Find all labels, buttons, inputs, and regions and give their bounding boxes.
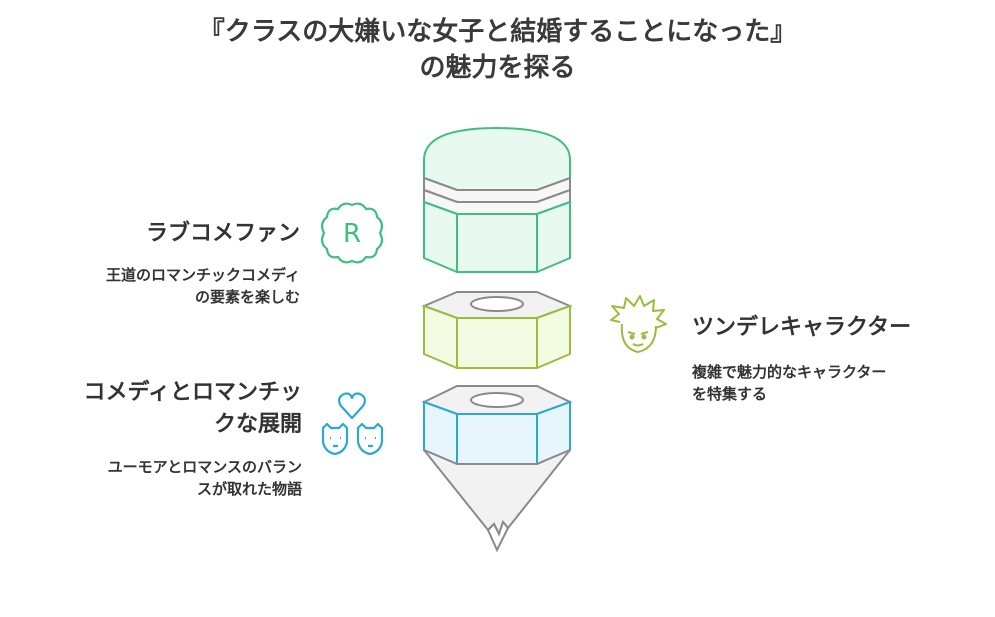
green-cap — [423, 126, 571, 191]
green-prism — [423, 200, 571, 273]
title-line-1: 『クラスの大嫌いな女子と結婚することになった』 — [198, 17, 797, 47]
comedy-romance-heading: コメディとロマンチッ クな展開 — [20, 377, 302, 441]
comedy-romance-heading-line-1: コメディとロマンチッ — [83, 380, 302, 405]
cat-right-icon — [356, 422, 384, 456]
olive-prism — [423, 304, 571, 369]
blue-segment — [421, 385, 573, 553]
page-title: 『クラスの大嫌いな女子と結婚することになった』 の魅力を探る — [0, 14, 995, 86]
badge-r-icon: R — [320, 202, 384, 264]
pencil-lead — [486, 519, 510, 553]
tsundere-heading: ツンデレキャラクター — [692, 315, 912, 340]
lovecom-fan-desc-line-1: 王道のロマンチックコメディ — [106, 266, 300, 284]
comedy-romance-desc-line-2: スが取れた物語 — [196, 480, 302, 498]
tsundere-desc-line-2: を特集する — [692, 385, 768, 403]
lovecom-fan-desc-line-2: の要素を楽しむ — [194, 288, 300, 306]
tsundere-desc: 複雑で魅力的なキャラクター を特集する — [692, 361, 982, 405]
heart-cats-icon — [321, 392, 384, 456]
lovecom-fan-heading: ラブコメファン — [145, 221, 300, 246]
comedy-romance-desc: ユーモアとロマンスのバラン スが取れた物語 — [20, 456, 302, 500]
comedy-romance-desc-line-1: ユーモアとロマンスのバラン — [107, 458, 302, 476]
olive-segment — [421, 291, 573, 369]
title-line-2: の魅力を探る — [419, 53, 576, 83]
comedy-romance-heading-line-2: クな展開 — [213, 412, 302, 437]
tsundere-desc-line-1: 複雑で魅力的なキャラクター — [692, 363, 887, 381]
lovecom-fan-desc: 王道のロマンチックコメディ の要素を楽しむ — [20, 264, 300, 308]
green-segment — [423, 126, 571, 273]
badge-r-letter: R — [343, 219, 361, 249]
cat-left-icon — [321, 422, 349, 456]
heart-icon — [337, 392, 367, 420]
spiky-hair-character-icon — [610, 295, 667, 353]
